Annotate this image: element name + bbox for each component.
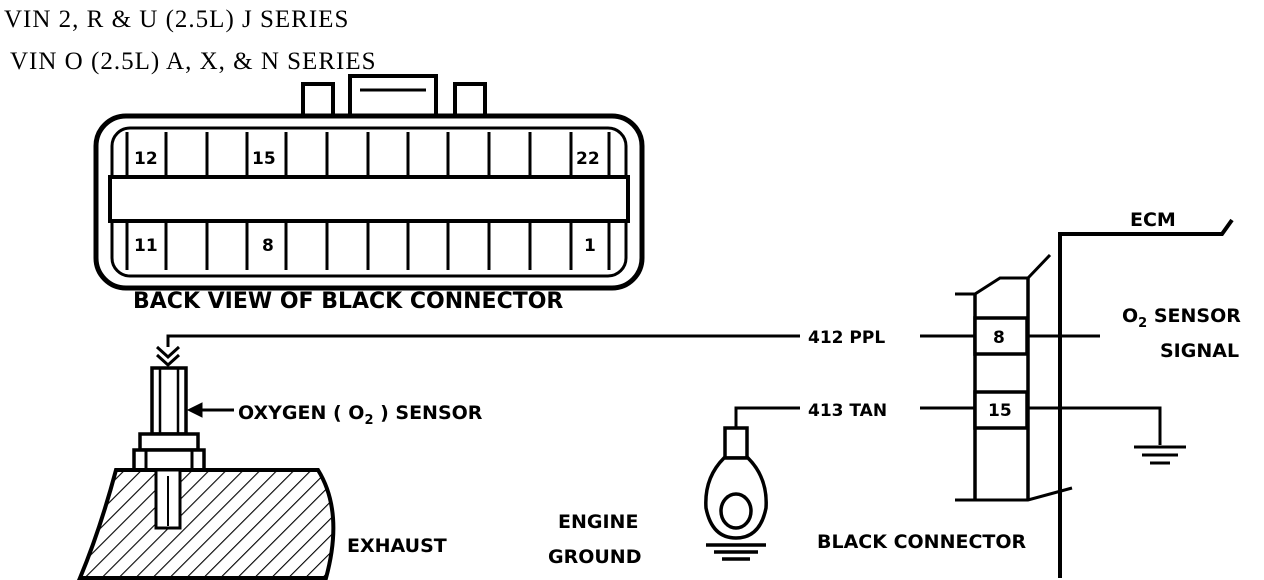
engine-label: ENGINE — [558, 511, 638, 533]
cavity-label-15: 15 — [252, 149, 276, 169]
cavity-label-8: 8 — [262, 236, 274, 256]
ecm-label: ECM — [1130, 209, 1176, 231]
ecm-pin-15-label: 15 — [988, 401, 1012, 421]
connector-caption: BACK VIEW OF BLACK CONNECTOR — [133, 289, 563, 314]
ecm-pin-8-label: 8 — [993, 328, 1005, 348]
connector-center-bar — [108, 175, 630, 223]
wire-412-ppl-left — [166, 334, 800, 347]
oxygen-sensor-label: OXYGEN ( O2 ) SENSOR — [238, 402, 483, 428]
exhaust-label: EXHAUST — [347, 535, 447, 557]
ecm-module-outline — [1058, 218, 1234, 578]
o2-sensor-signal-label-line-2: SIGNAL — [1160, 340, 1239, 362]
engine-ground-eyelet — [704, 426, 768, 561]
header-line-1: VIN 2, R & U (2.5L) J SERIES — [4, 6, 349, 33]
oxygen-sensor — [132, 345, 206, 472]
header-line-2: VIN O (2.5L) A, X, & N SERIES — [10, 48, 377, 75]
top-cavity-row — [125, 132, 611, 177]
o2-sensor-signal-label: O2 SENSOR — [1122, 305, 1241, 331]
wire-413-tan-left — [734, 406, 800, 428]
connector-tab-left — [301, 82, 335, 120]
black-connector-back-view — [93, 74, 645, 291]
wire-412-ppl-label: 412 PPL — [808, 328, 885, 348]
ecm-connector — [955, 253, 1186, 502]
connector-tab-center — [348, 74, 438, 120]
ecm-pin-15-box — [973, 390, 1029, 430]
connector-tab-right — [453, 82, 487, 120]
wiring — [166, 334, 975, 428]
ecm-pin-8-box — [973, 316, 1029, 356]
cavity-label-12: 12 — [134, 149, 158, 169]
exhaust-pipe — [77, 468, 336, 580]
bottom-cavity-row — [125, 221, 611, 270]
cavity-label-1: 1 — [584, 236, 596, 256]
black-connector-label: BLACK CONNECTOR — [817, 531, 1027, 553]
ground-label: GROUND — [548, 546, 641, 568]
sensor-pointer-arrow — [186, 402, 234, 418]
cavity-label-22: 22 — [576, 149, 600, 169]
cavity-label-11: 11 — [134, 236, 158, 256]
wire-413-tan-label: 413 TAN — [808, 401, 887, 421]
